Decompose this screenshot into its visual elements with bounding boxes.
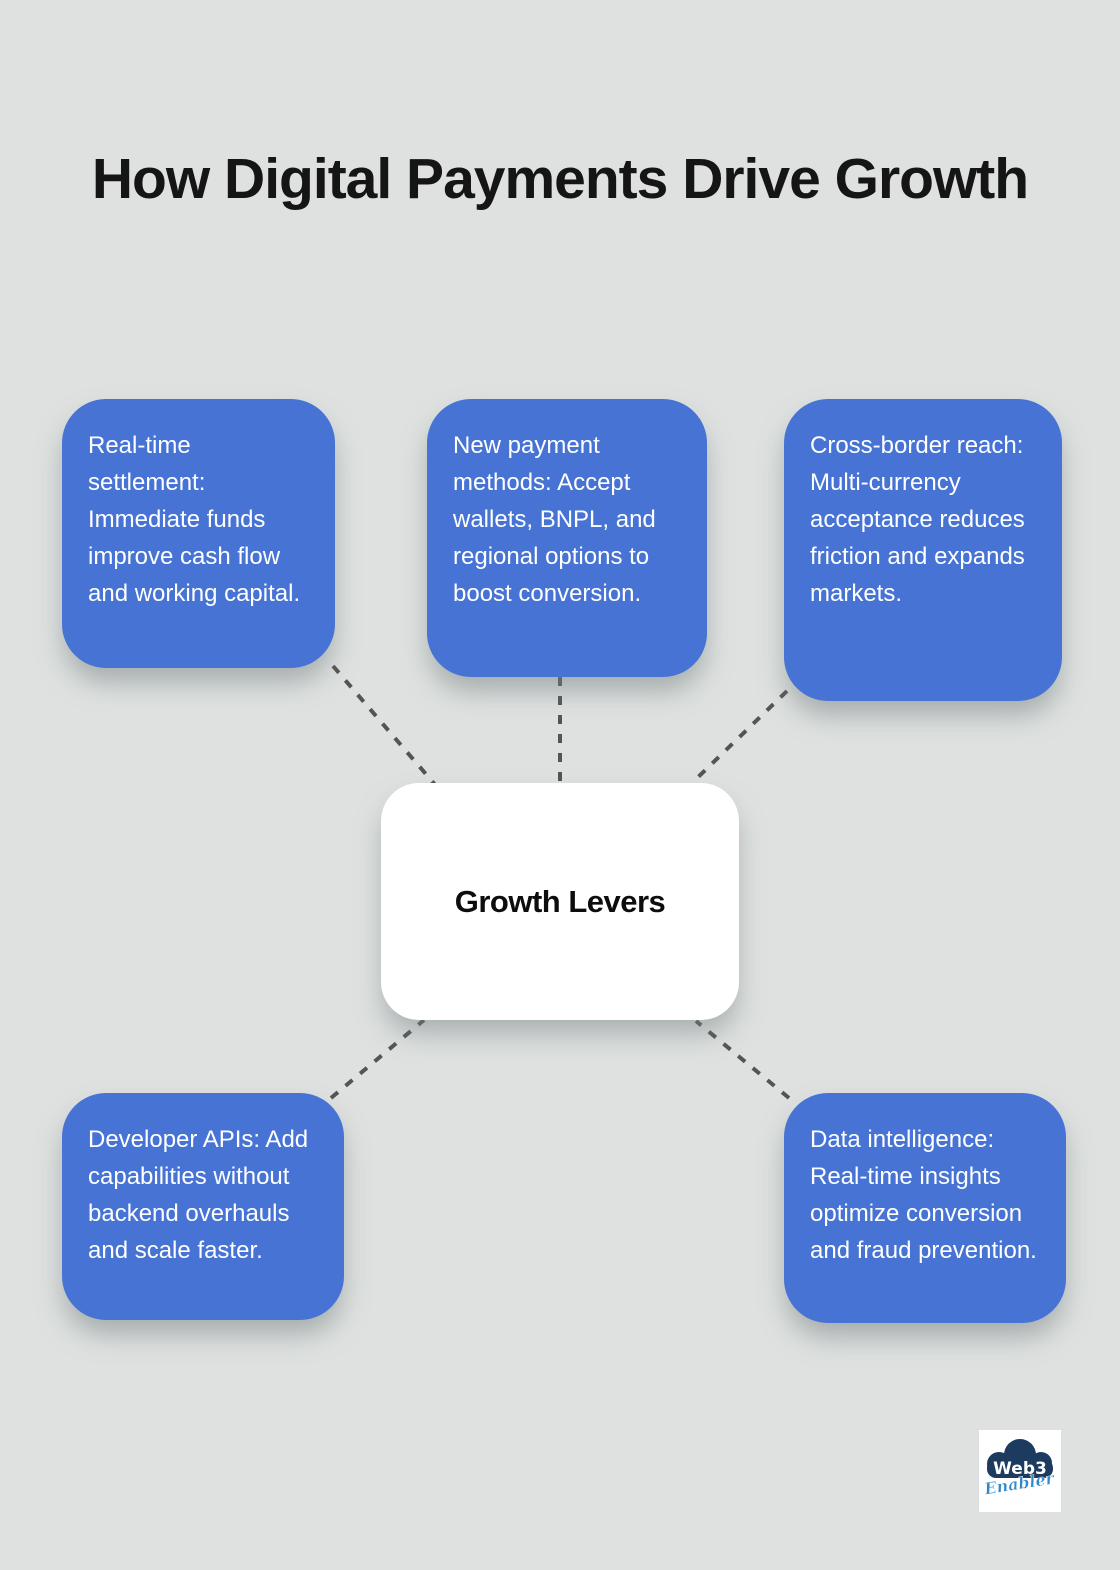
- center-node-growth-levers: Growth Levers: [381, 783, 739, 1020]
- node-real-time-settlement: Real-time settlement: Immediate funds im…: [62, 399, 335, 668]
- node-data-intelligence: Data intelligence: Real-time insights op…: [784, 1093, 1066, 1323]
- node-new-payment-methods-text: New payment methods: Accept wallets, BNP…: [453, 432, 656, 607]
- logo-wordmark-web3: Web3: [993, 1459, 1047, 1479]
- node-developer-apis-text: Developer APIs: Add capabilities without…: [88, 1126, 309, 1264]
- connector-line-developer-apis: [329, 1018, 426, 1100]
- page-title: How Digital Payments Drive Growth: [91, 147, 1029, 212]
- cloud-icon: [987, 1439, 1053, 1478]
- node-new-payment-methods: New payment methods: Accept wallets, BNP…: [427, 399, 707, 677]
- connector-line-data-intelligence: [694, 1019, 791, 1100]
- center-node-label: Growth Levers: [454, 883, 666, 919]
- web3-enabler-logo: Web3 Enabler: [979, 1430, 1061, 1512]
- node-cross-border-reach-text: Cross-border reach: Multi-currency accep…: [810, 432, 1025, 607]
- web3-enabler-logo-graphic: Web3 Enabler: [982, 1439, 1057, 1499]
- connector-line-real-time-settlement: [331, 664, 439, 789]
- connector-line-cross-border-reach: [692, 689, 789, 783]
- node-real-time-settlement-text: Real-time settlement: Immediate funds im…: [88, 432, 301, 607]
- node-cross-border-reach: Cross-border reach: Multi-currency accep…: [784, 399, 1062, 701]
- node-developer-apis: Developer APIs: Add capabilities without…: [62, 1093, 344, 1320]
- node-data-intelligence-text: Data intelligence: Real-time insights op…: [810, 1126, 1037, 1264]
